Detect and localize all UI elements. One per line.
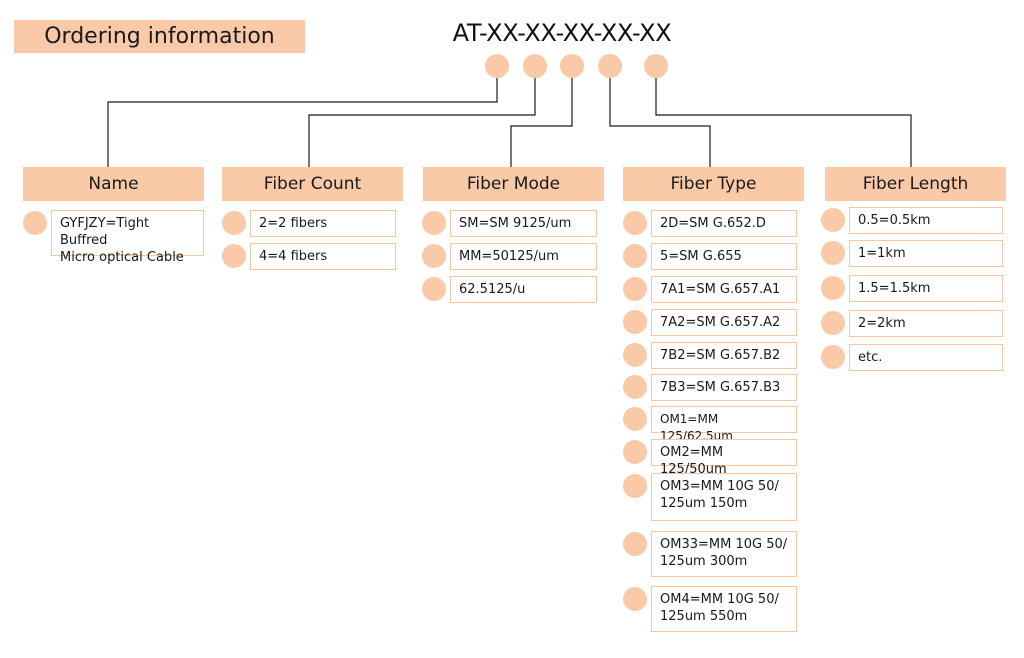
option-fiber-type-5: 7B2=SM G.657.B2 (623, 342, 797, 369)
option-dot (623, 244, 647, 268)
code-dot-1 (485, 54, 509, 78)
option-dot (821, 276, 845, 300)
option-fiber-mode-2: MM=50125/um (422, 243, 597, 270)
option-dot (821, 311, 845, 335)
option-dot (623, 211, 647, 235)
connector-fiber-length (655, 77, 912, 168)
option-dot (23, 211, 47, 235)
option-fiber-type-11: OM4=MM 10G 50/ 125um 550m (623, 586, 797, 632)
option-label: SM=SM 9125/um (450, 210, 597, 237)
option-dot (623, 587, 647, 611)
option-name-1: GYFJZY=Tight Buffred Micro optical Cable (23, 210, 204, 265)
code-dot-4 (598, 54, 622, 78)
option-label: GYFJZY=Tight Buffred Micro optical Cable (51, 210, 204, 265)
option-dot (422, 211, 446, 235)
option-label: 2=2 fibers (250, 210, 396, 237)
option-fiber-length-3: 1.5=1.5km (821, 275, 1003, 302)
option-dot (821, 345, 845, 369)
option-dot (821, 241, 845, 265)
option-label: 0.5=0.5km (849, 207, 1003, 234)
option-label: 1=1km (849, 240, 1003, 267)
ordering-title: Ordering information (14, 20, 305, 53)
option-label: 7A1=SM G.657.A1 (651, 276, 797, 303)
option-fiber-length-5: etc. (821, 344, 1003, 371)
connector-fiber-type (609, 77, 711, 168)
option-dot (821, 208, 845, 232)
part-code: AT-XX-XX-XX-XX-XX (452, 19, 672, 47)
option-fiber-type-3: 7A1=SM G.657.A1 (623, 276, 797, 303)
option-label: OM4=MM 10G 50/ 125um 550m (651, 586, 797, 632)
option-fiber-type-1: 2D=SM G.652.D (623, 210, 797, 237)
option-label: 4=4 fibers (250, 243, 396, 270)
option-dot (623, 474, 647, 498)
option-fiber-mode-3: 62.5125/u (422, 276, 597, 303)
option-label: 5=SM G.655 (651, 243, 797, 270)
option-fiber-mode-1: SM=SM 9125/um (422, 210, 597, 237)
option-dot (623, 440, 647, 464)
header-name: Name (23, 167, 204, 201)
option-label: 2=2km (849, 310, 1003, 337)
option-label: OM33=MM 10G 50/ 125um 300m (651, 531, 797, 577)
option-label: 7A2=SM G.657.A2 (651, 309, 797, 336)
option-dot (422, 277, 446, 301)
option-dot (623, 277, 647, 301)
option-dot (623, 375, 647, 399)
header-fiber-count: Fiber Count (222, 167, 403, 201)
option-label: 7B3=SM G.657.B3 (651, 374, 797, 401)
option-fiber-type-2: 5=SM G.655 (623, 243, 797, 270)
connector-fiber-mode (510, 77, 573, 168)
option-fiber-type-6: 7B3=SM G.657.B3 (623, 374, 797, 401)
code-dot-2 (523, 54, 547, 78)
code-dot-5 (644, 54, 668, 78)
option-label: 7B2=SM G.657.B2 (651, 342, 797, 369)
option-fiber-length-2: 1=1km (821, 240, 1003, 267)
option-dot (623, 407, 647, 431)
option-fiber-type-7: OM1=MM 125/62.5um (623, 406, 797, 443)
option-dot (222, 244, 246, 268)
header-fiber-type: Fiber Type (623, 167, 804, 201)
option-dot (623, 532, 647, 556)
option-dot (623, 343, 647, 367)
option-fiber-length-1: 0.5=0.5km (821, 207, 1003, 234)
option-label: 62.5125/u (450, 276, 597, 303)
option-fiber-count-1: 2=2 fibers (222, 210, 396, 237)
option-fiber-length-4: 2=2km (821, 310, 1003, 337)
connector-name (107, 77, 498, 168)
option-dot (422, 244, 446, 268)
option-label: 2D=SM G.652.D (651, 210, 797, 237)
option-dot (623, 310, 647, 334)
code-dot-3 (560, 54, 584, 78)
option-label: OM3=MM 10G 50/ 125um 150m (651, 473, 797, 521)
option-label: etc. (849, 344, 1003, 371)
option-fiber-type-8: OM2=MM 125/50um (623, 439, 797, 477)
option-label: 1.5=1.5km (849, 275, 1003, 302)
header-fiber-mode: Fiber Mode (423, 167, 604, 201)
option-label: MM=50125/um (450, 243, 597, 270)
option-fiber-type-4: 7A2=SM G.657.A2 (623, 309, 797, 336)
option-fiber-type-9: OM3=MM 10G 50/ 125um 150m (623, 473, 797, 521)
option-fiber-type-10: OM33=MM 10G 50/ 125um 300m (623, 531, 797, 577)
header-fiber-length: Fiber Length (825, 167, 1006, 201)
option-label: OM2=MM 125/50um (651, 439, 797, 477)
connector-fiber-count (308, 77, 536, 168)
option-dot (222, 211, 246, 235)
option-label: OM1=MM 125/62.5um (651, 406, 797, 443)
option-fiber-count-2: 4=4 fibers (222, 243, 396, 270)
